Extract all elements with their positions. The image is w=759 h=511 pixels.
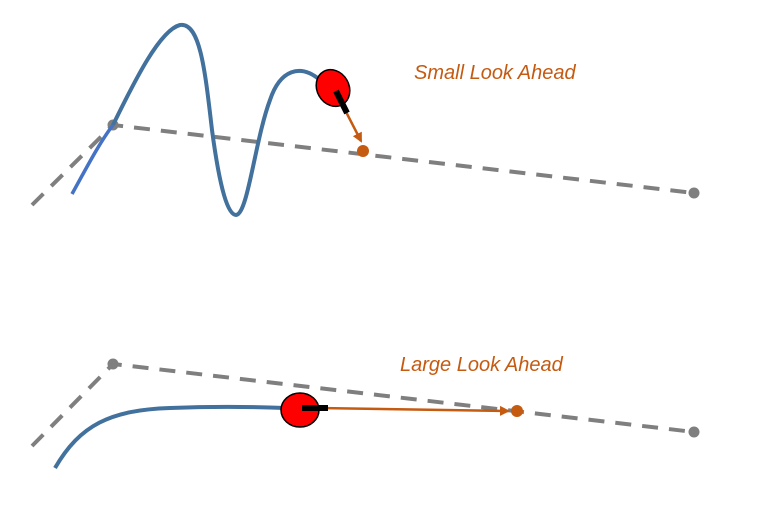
path-waypoint xyxy=(688,187,700,199)
reference-path xyxy=(30,361,695,448)
path-waypoint xyxy=(107,358,119,370)
robot-body xyxy=(315,68,351,108)
robot-trajectory xyxy=(111,22,322,218)
large-lookahead-panel xyxy=(30,358,700,470)
small-lookahead-panel xyxy=(30,22,700,218)
path-waypoint xyxy=(688,426,700,438)
robot-heading-bar xyxy=(333,89,350,115)
small-lookahead-label: Small Look Ahead xyxy=(414,62,576,84)
lookahead-arrow xyxy=(317,405,510,416)
robot-trajectory-start xyxy=(70,123,115,195)
large-lookahead-label: Large Look Ahead xyxy=(400,354,563,376)
lookahead-point xyxy=(357,145,369,157)
lookahead-point xyxy=(511,405,523,417)
reference-path xyxy=(30,122,695,207)
robot-trajectory xyxy=(53,404,286,470)
